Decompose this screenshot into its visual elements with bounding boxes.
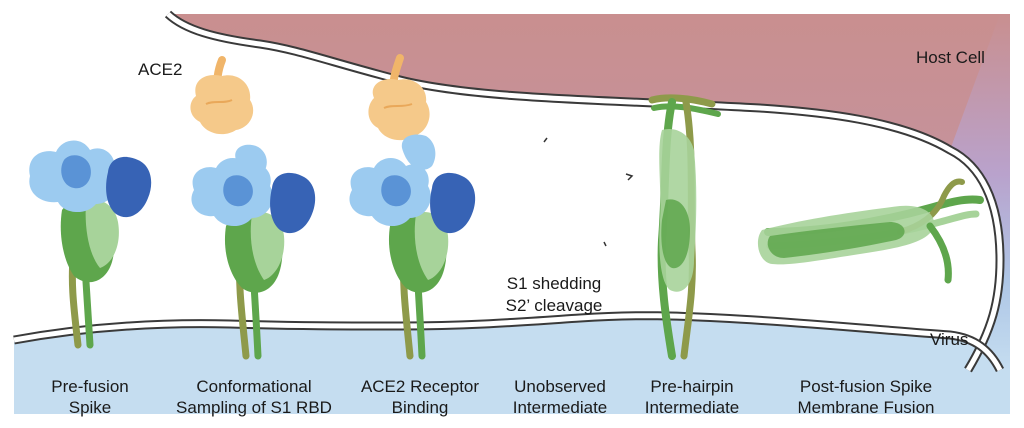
s2-cleavage-label: S2’ cleavage (505, 296, 603, 315)
unobserved-intermediate-marks (543, 137, 634, 247)
virus-membrane-inner (13, 313, 1003, 372)
spike-prefusion (29, 140, 152, 349)
ace2-receptor-free (190, 56, 254, 135)
virus-region (14, 315, 1010, 414)
spike-conformational-sampling (191, 144, 316, 360)
spike-postfusion (757, 178, 984, 284)
spike-ace2-binding (349, 134, 476, 360)
host-cell-region (168, 14, 1010, 370)
host-cell-edge-region (950, 14, 1010, 370)
ace2-receptor-bound (368, 54, 430, 141)
spike-prehairpin (648, 94, 721, 360)
host-cell-label: Host Cell (916, 48, 985, 67)
virus-label: Virus (930, 330, 969, 349)
s1-shedding-label: S1 shedding (506, 274, 602, 293)
ace2-label: ACE2 (138, 60, 183, 79)
host-membrane-inner (166, 12, 1003, 372)
